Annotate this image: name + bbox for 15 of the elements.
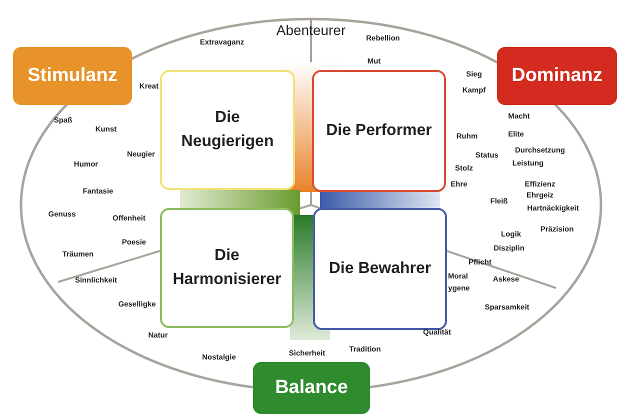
node-title: Die Performer <box>326 121 432 141</box>
type-card <box>160 208 294 328</box>
node-title: Balance <box>275 377 348 399</box>
motive-box <box>497 47 617 105</box>
node-title: Stimulanz <box>28 65 118 87</box>
value-word: Abenteurer <box>276 22 346 38</box>
type-card <box>312 70 446 192</box>
type-card <box>160 70 295 190</box>
motive-box <box>13 47 132 105</box>
node-title: Die Neugierigen <box>180 108 275 152</box>
motive-box <box>253 362 370 414</box>
node-title: Die Harmonisierer <box>172 246 282 290</box>
type-card <box>313 208 447 330</box>
node-title: Dominanz <box>512 65 602 87</box>
node-title: Die Bewahrer <box>328 259 432 279</box>
